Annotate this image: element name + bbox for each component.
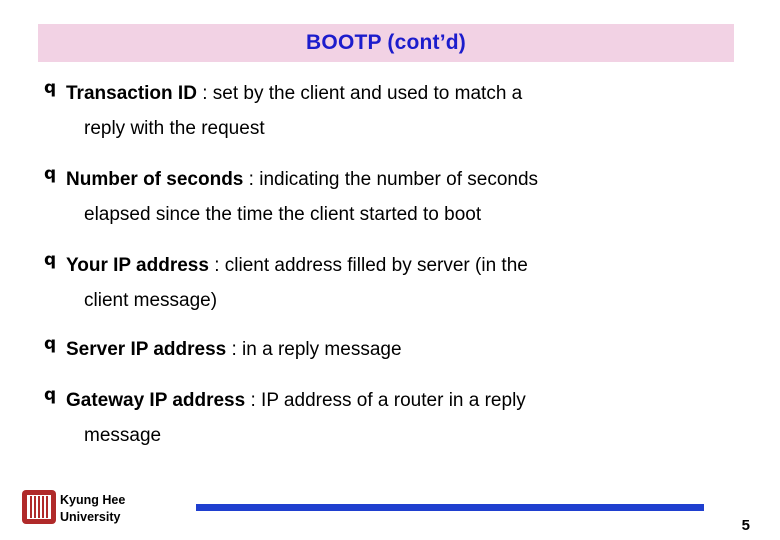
bullet-list: q Transaction ID : set by the client and…: [44, 76, 744, 453]
list-item-line2: message: [84, 425, 162, 446]
list-item-term: Number of seconds: [66, 169, 244, 190]
list-item-term: Server IP address: [66, 339, 227, 360]
crest-inner-shape: [27, 495, 51, 519]
footer-organization-line2: University: [60, 510, 121, 524]
list-item-rest: client address filled by server (in the: [224, 255, 528, 276]
list-item: q Server IP address : in a reply message: [44, 332, 744, 367]
bullet-marker-icon: q: [44, 385, 57, 405]
list-item-separator: :: [243, 169, 260, 190]
list-item-line1: Number of seconds : indicating the numbe…: [44, 162, 744, 197]
bullet-marker-icon: q: [44, 334, 57, 354]
list-item-term: Transaction ID: [66, 83, 197, 104]
list-item: q Number of seconds : indicating the num…: [44, 162, 744, 232]
footer-organization: Kyung Hee University: [60, 492, 125, 526]
list-item-line2: reply with the request: [84, 118, 265, 139]
list-item-separator: :: [196, 83, 213, 104]
list-item-line1: Transaction ID : set by the client and u…: [44, 76, 744, 111]
list-item-line1: Your IP address : client address filled …: [44, 248, 744, 283]
list-item: q Gateway IP address : IP address of a r…: [44, 383, 744, 453]
list-item-line2: client message): [84, 290, 218, 311]
bullet-marker-icon: q: [44, 164, 57, 184]
list-item-rest: indicating the number of seconds: [259, 169, 539, 190]
list-item: q Your IP address : client address fille…: [44, 248, 744, 318]
list-item-term: Your IP address: [66, 255, 209, 276]
page-number: 5: [741, 517, 750, 534]
page-title: BOOTP (cont’d): [306, 31, 466, 54]
list-item: q Transaction ID : set by the client and…: [44, 76, 744, 146]
list-item-separator: :: [245, 390, 262, 411]
list-item-separator: :: [226, 339, 243, 360]
list-item-separator: :: [208, 255, 225, 276]
list-item-rest: in a reply message: [242, 339, 402, 360]
footer-organization-line1: Kyung Hee: [60, 493, 126, 507]
footer-divider: [196, 504, 704, 511]
list-item-line1: Server IP address : in a reply message: [44, 332, 744, 367]
list-item-term: Gateway IP address: [66, 390, 246, 411]
bullet-marker-icon: q: [44, 78, 57, 98]
slide-footer: Kyung Hee University 5: [0, 480, 780, 540]
slide-title-bar: BOOTP (cont’d): [38, 24, 734, 62]
bullet-marker-icon: q: [44, 250, 57, 270]
list-item-rest: set by the client and used to match a: [212, 83, 523, 104]
list-item-line1: Gateway IP address : IP address of a rou…: [44, 383, 744, 418]
university-crest-icon: [22, 490, 56, 524]
list-item-line2: elapsed since the time the client starte…: [84, 204, 482, 225]
list-item-rest: IP address of a router in a reply: [261, 390, 526, 411]
